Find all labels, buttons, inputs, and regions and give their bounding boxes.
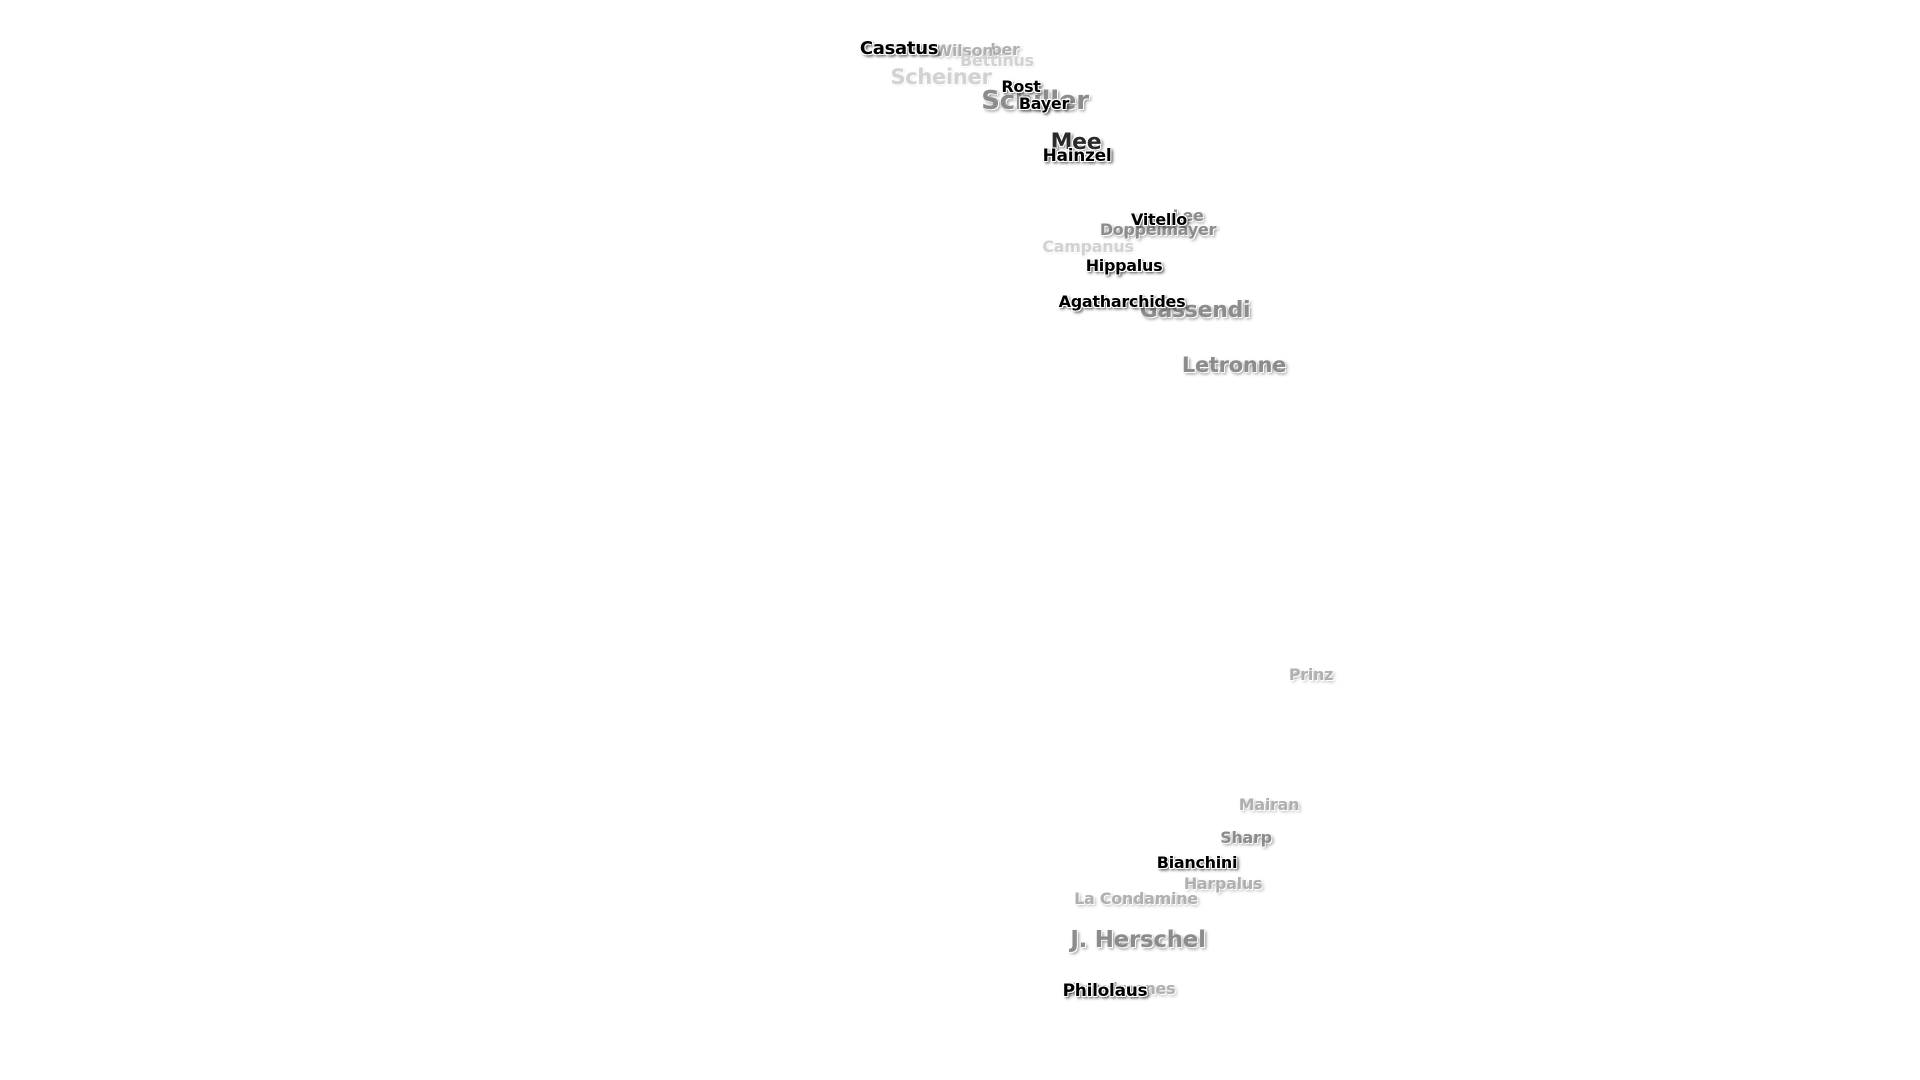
crater-label-mee[interactable]: Mee [1050,130,1102,155]
crater-label-hippalus[interactable]: Hippalus [1085,256,1163,275]
crater-label-bianchini[interactable]: Bianchini [1156,853,1238,872]
crater-label-harpalus[interactable]: Harpalus [1183,874,1263,893]
crater-label-vitello[interactable]: Vitello [1131,210,1187,229]
crater-label-scheiner[interactable]: Scheiner [890,65,992,89]
crater-label-klaproth[interactable]: ber [990,40,1020,59]
crater-label-bettinus[interactable]: Bettinus [960,51,1034,70]
crater-label-casatus[interactable]: Casatus [859,38,939,59]
crater-label-prinz[interactable]: Prinz [1288,665,1334,684]
crater-label-mairan[interactable]: Mairan [1238,795,1300,814]
crater-label-gassendi[interactable]: Gassendi [1139,298,1251,323]
crater-label-schiller[interactable]: Schiller [981,86,1089,116]
crater-label-sharp[interactable]: Sharp [1220,828,1272,847]
crater-label-j-herschel[interactable]: J. Herschel [1070,927,1206,953]
crater-label-agatharchides[interactable]: Agatharchides [1058,292,1186,311]
crater-label-la-condamine[interactable]: La Condamine [1074,889,1198,908]
crater-label-campanus[interactable]: Campanus [1042,237,1134,256]
crater-label-doppelmayer[interactable]: Doppelmayer [1099,220,1217,239]
crater-label-wilson[interactable]: Wilson [934,41,994,60]
crater-label-hainzel[interactable]: Hainzel [1042,146,1112,166]
crater-label-rost[interactable]: Rost [1001,77,1041,96]
crater-label-anaximenes[interactable]: Anaximenes [1068,979,1176,998]
crater-label-bayer[interactable]: Bayer [1018,94,1070,113]
crater-label-philolaus[interactable]: Philolaus [1062,981,1148,1001]
crater-label-letronne[interactable]: Letronne [1181,353,1287,377]
crater-label-lee[interactable]: Lee [1172,206,1204,225]
